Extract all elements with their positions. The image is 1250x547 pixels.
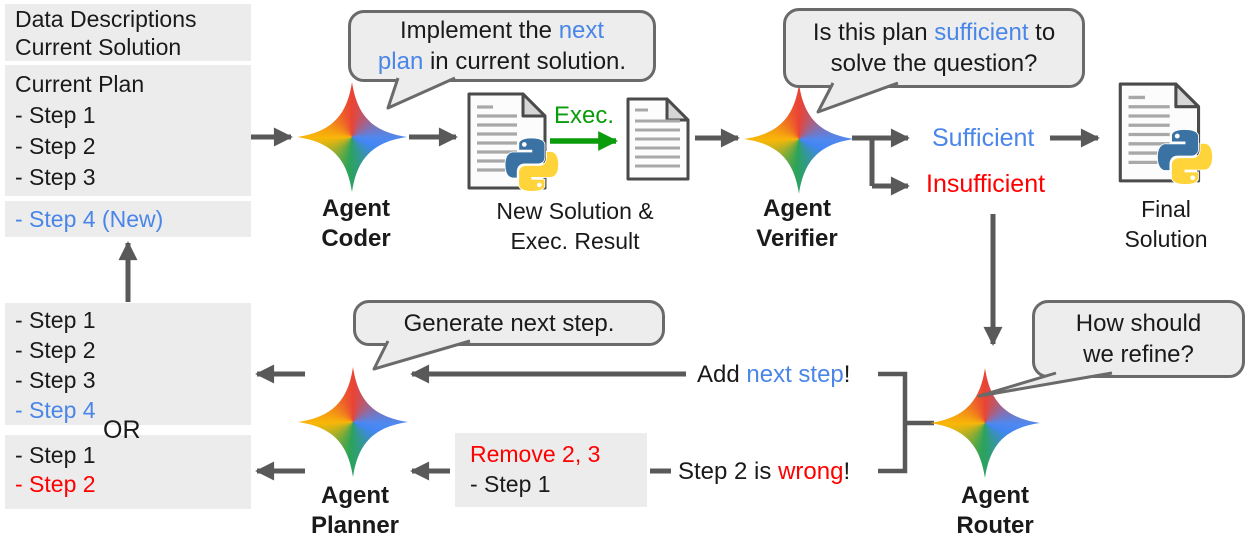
step2-wrong-label: Step 2 is wrong! (678, 457, 850, 487)
python-logo-icon (1156, 128, 1214, 185)
add-text: Add (697, 361, 747, 388)
verifier-bubble-seg3: to (1028, 19, 1056, 46)
planner-bubble-text: Generate next step. (403, 309, 615, 337)
result-a-step-1: - Step 1 (15, 307, 96, 333)
remove-steps-line2: - Step 1 (470, 471, 551, 497)
wrong-text: wrong (778, 458, 844, 485)
result-plan-a-box: - Step 1 - Step 2 - Step 3 - Step 4 (5, 303, 251, 425)
or-label: OR (103, 416, 141, 444)
wrong-bang: ! (843, 458, 851, 485)
current-plan-box: Current Plan - Step 1 - Step 2 - Step 3 (5, 65, 251, 196)
context-line-2: Current Solution (15, 34, 182, 60)
new-solution-label: New Solution & Exec. Result (480, 196, 670, 256)
router-bubble-text: How should we refine? (1076, 308, 1201, 370)
result-b-step-2: - Step 2 (15, 471, 96, 497)
final-solution-label: Final Solution (1101, 194, 1231, 254)
next-step-text: next step (746, 361, 844, 388)
final-solution-line1: Final (1141, 196, 1191, 222)
add-bang: ! (843, 361, 851, 388)
agent-planner-line2: Planner (310, 512, 400, 539)
router-bubble-line1: How should (1075, 310, 1202, 337)
coder-bubble-seg2: next (558, 17, 605, 44)
step2-text: Step 2 is (678, 458, 779, 485)
final-solution-line2: Solution (1124, 226, 1208, 252)
agent-coder-line1: Agent (322, 195, 390, 222)
final-solution-file-icon (1118, 82, 1214, 185)
coder-bubble-seg1: Implement the (399, 17, 559, 44)
result-plan-b-box: - Step 1 - Step 2 (5, 435, 251, 509)
planner-speech-bubble: Generate next step. (353, 300, 665, 346)
agent-verifier-line1: Agent (763, 195, 831, 222)
result-b-step-1: - Step 1 (15, 442, 96, 468)
new-solution-line1: New Solution & (496, 198, 654, 224)
verifier-bubble-line2: solve the question? (830, 50, 1038, 77)
agent-router-line1: Agent (961, 482, 1029, 509)
current-plan-title: Current Plan (15, 71, 145, 97)
result-a-step-3: - Step 3 (15, 367, 96, 393)
coder-speech-bubble: Implement the next plan in current soluti… (348, 10, 656, 82)
verifier-speech-bubble: Is this plan sufficient to solve the ques… (783, 8, 1085, 88)
exec-label: Exec. (553, 102, 615, 129)
plan-step-2: - Step 2 (15, 133, 96, 159)
exec-result-file-icon (626, 97, 690, 181)
agent-router-label: Agent Router (930, 481, 1060, 541)
new-solution-line2: Exec. Result (510, 228, 640, 254)
agent-planner-label: Agent Planner (290, 481, 420, 541)
agent-verifier-label: Agent Verifier (732, 194, 862, 254)
verifier-bubble-seg1: Is this plan (812, 19, 935, 46)
sufficient-label: Sufficient (932, 124, 1035, 152)
plan-step-1: - Step 1 (15, 102, 96, 128)
agent-router-line2: Router (956, 512, 1034, 539)
context-line-1: Data Descriptions (15, 6, 197, 32)
add-next-step-label: Add next step! (697, 360, 850, 390)
result-a-step-2: - Step 2 (15, 337, 96, 363)
new-step-text: - Step 4 (New) (15, 206, 164, 232)
agent-coder-label: Agent Coder (291, 194, 421, 254)
coder-bubble-seg3: plan (377, 48, 424, 75)
remove-steps-line1: Remove 2, 3 (470, 441, 601, 467)
remove-steps-box: Remove 2, 3 - Step 1 (455, 433, 647, 507)
verifier-bubble-text: Is this plan sufficient to solve the ques… (813, 17, 1055, 79)
coder-bubble-text: Implement the next plan in current soluti… (378, 15, 626, 77)
insufficient-label: Insufficient (926, 170, 1046, 198)
router-bubble-line2: we refine? (1083, 341, 1194, 368)
context-box: Data Descriptions Current Solution (5, 4, 251, 61)
new-step-box: - Step 4 (New) (5, 201, 251, 237)
verifier-bubble-seg2: sufficient (934, 19, 1029, 46)
agent-verifier-line2: Verifier (756, 225, 838, 252)
agent-coder-line2: Coder (321, 225, 391, 252)
result-a-step-4: - Step 4 (15, 397, 96, 423)
python-logo-icon (504, 137, 560, 192)
router-speech-bubble: How should we refine? (1032, 300, 1245, 378)
coder-bubble-seg4: in current solution. (423, 48, 627, 75)
agent-planner-line1: Agent (321, 482, 389, 509)
plan-step-3: - Step 3 (15, 164, 96, 190)
python-solution-file-icon (467, 92, 560, 192)
